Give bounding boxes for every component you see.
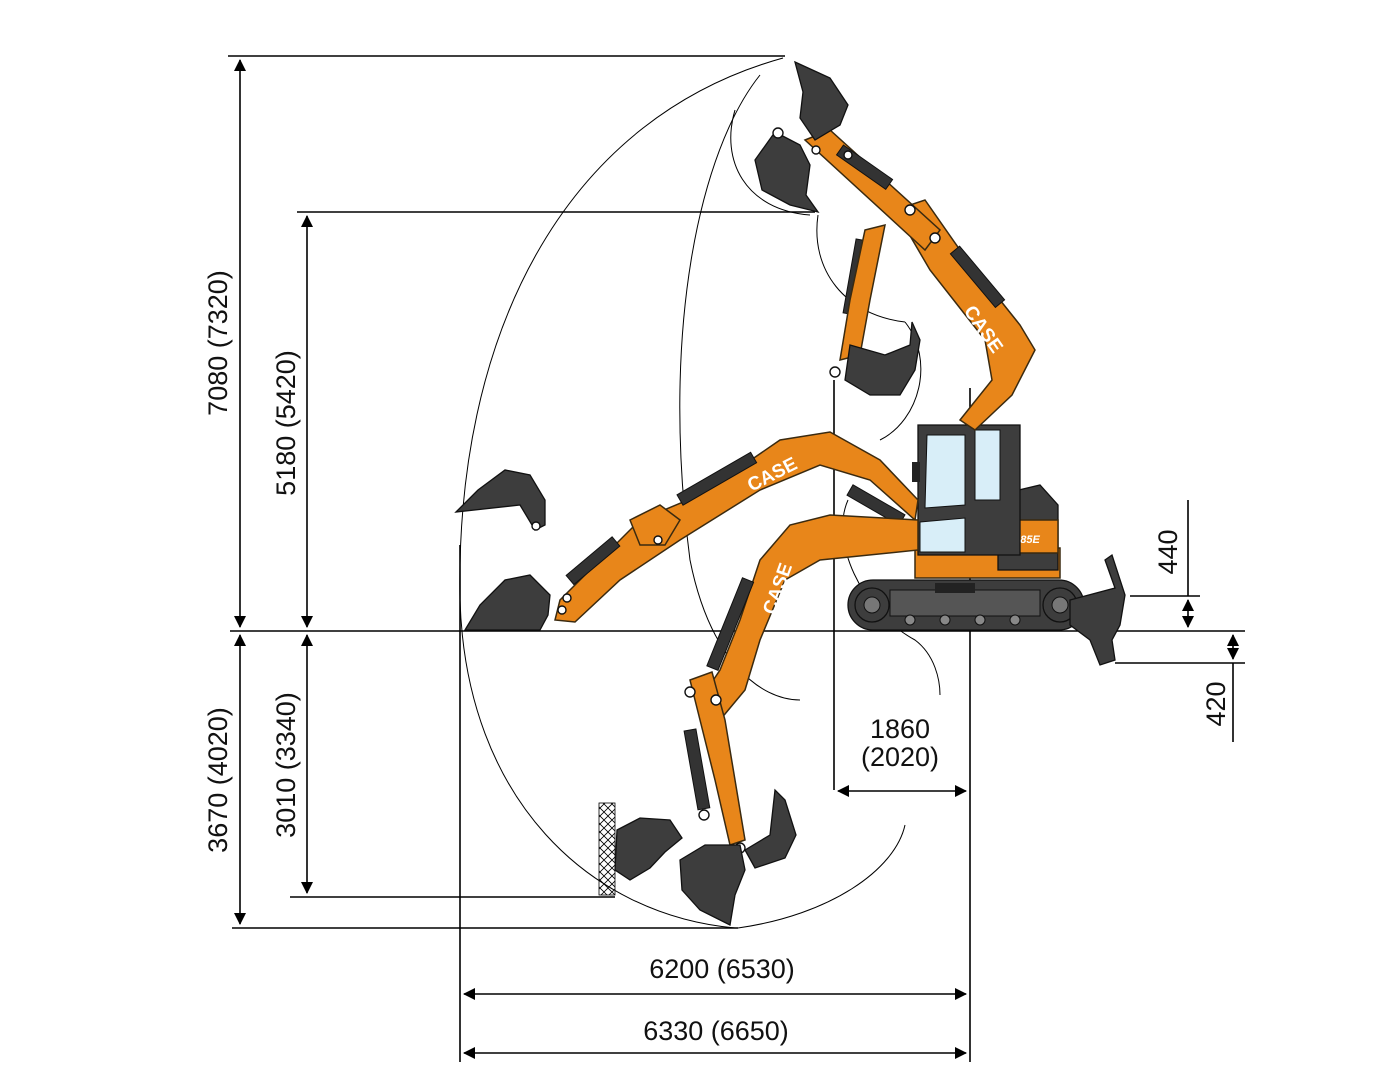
bucket-curl-deep [744,788,797,869]
max-dig-height-label: 7080 (7320) [203,270,233,416]
vertical-wall-depth-label: 3010 (3340) [271,692,301,838]
min-swing-radius-alt-label: (2020) [861,742,939,772]
bucket-deep [679,844,746,926]
cab-window-front [924,434,966,509]
arm-position-reach: CASE [454,431,919,631]
dozer-lift-height-label: 440 [1153,529,1183,574]
bucket-ground [463,574,551,631]
arm-position-raised: CASE [754,60,1036,431]
dozer-blade [1069,553,1126,666]
max-dump-height-label: 5180 (5420) [271,350,301,496]
dimension-arrows [234,59,1239,1059]
bucket-dump [844,321,921,396]
min-swing-radius-label: 1860 [870,714,930,744]
vertical-wall-hatch [598,802,616,896]
dozer-drop-depth-label: 420 [1201,681,1231,726]
arm-position-dig: CASE [614,514,919,926]
reference-lines [228,55,1245,1062]
max-dig-depth-label: 3670 (4020) [203,707,233,853]
bucket-raised-curled [754,131,820,214]
max-reach-label: 6330 (6650) [643,1016,789,1046]
cab-window-side [974,429,1001,501]
excavator-machine: CX85E [847,424,1126,666]
dimension-labels: 7080 (7320) 5180 (5420) 3670 (4020) 3010… [203,270,1231,1046]
bucket-wall [614,817,683,881]
bucket-raised-top [794,60,849,141]
max-reach-ground-label: 6200 (6530) [649,954,795,984]
bucket-far-open [454,469,546,531]
